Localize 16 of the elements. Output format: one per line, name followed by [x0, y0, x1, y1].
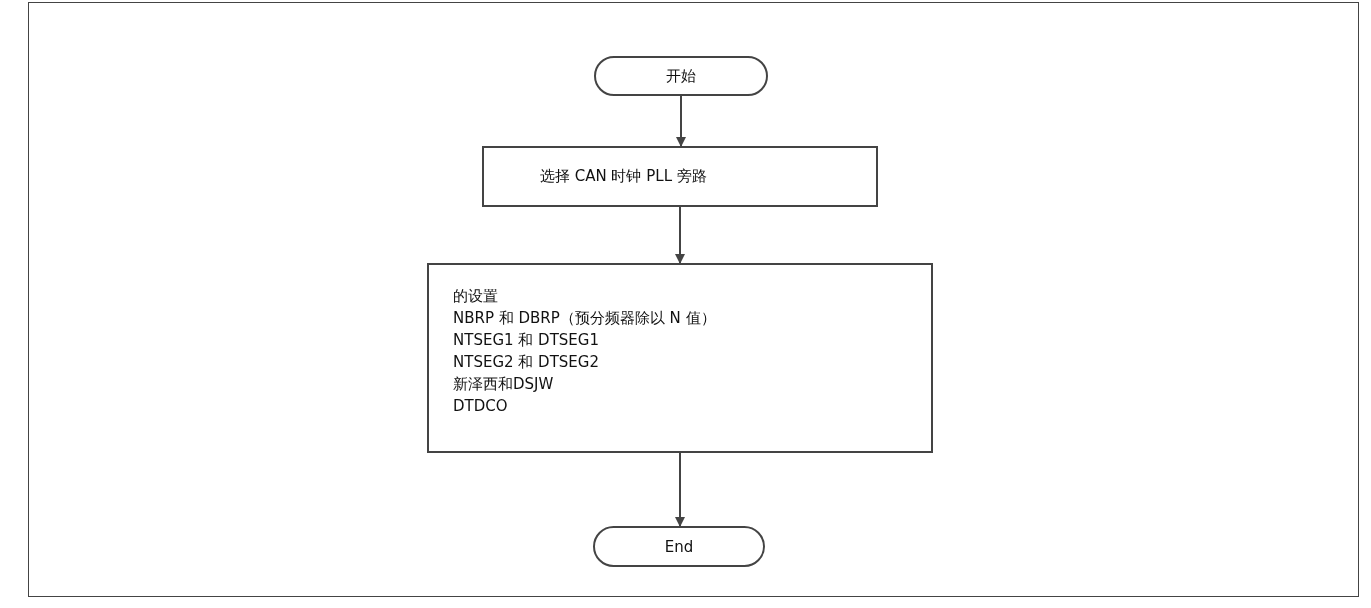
arrow — [676, 95, 686, 147]
terminal-label: 开始 — [666, 66, 696, 86]
process-box — [427, 263, 933, 453]
setting-item: 新泽西和DSJW — [453, 374, 555, 395]
setting-item: NBRP 和 DBRP（预分频器除以 N 值） — [453, 308, 717, 329]
setting-item: DTDCO — [453, 396, 509, 417]
arrow — [675, 452, 685, 527]
setting-item: NTSEG1 和 DTSEG1 — [453, 330, 600, 351]
setting-item: NTSEG2 和 DTSEG2 — [453, 352, 600, 373]
terminal-shape — [594, 56, 768, 96]
process-label: 选择 CAN 时钟 PLL 旁路 — [540, 167, 707, 186]
arrow — [675, 206, 685, 264]
heading-text: 的设置 — [453, 286, 499, 307]
terminal-label: End — [664, 537, 694, 556]
process-box — [482, 146, 878, 207]
terminal-shape — [593, 526, 765, 567]
